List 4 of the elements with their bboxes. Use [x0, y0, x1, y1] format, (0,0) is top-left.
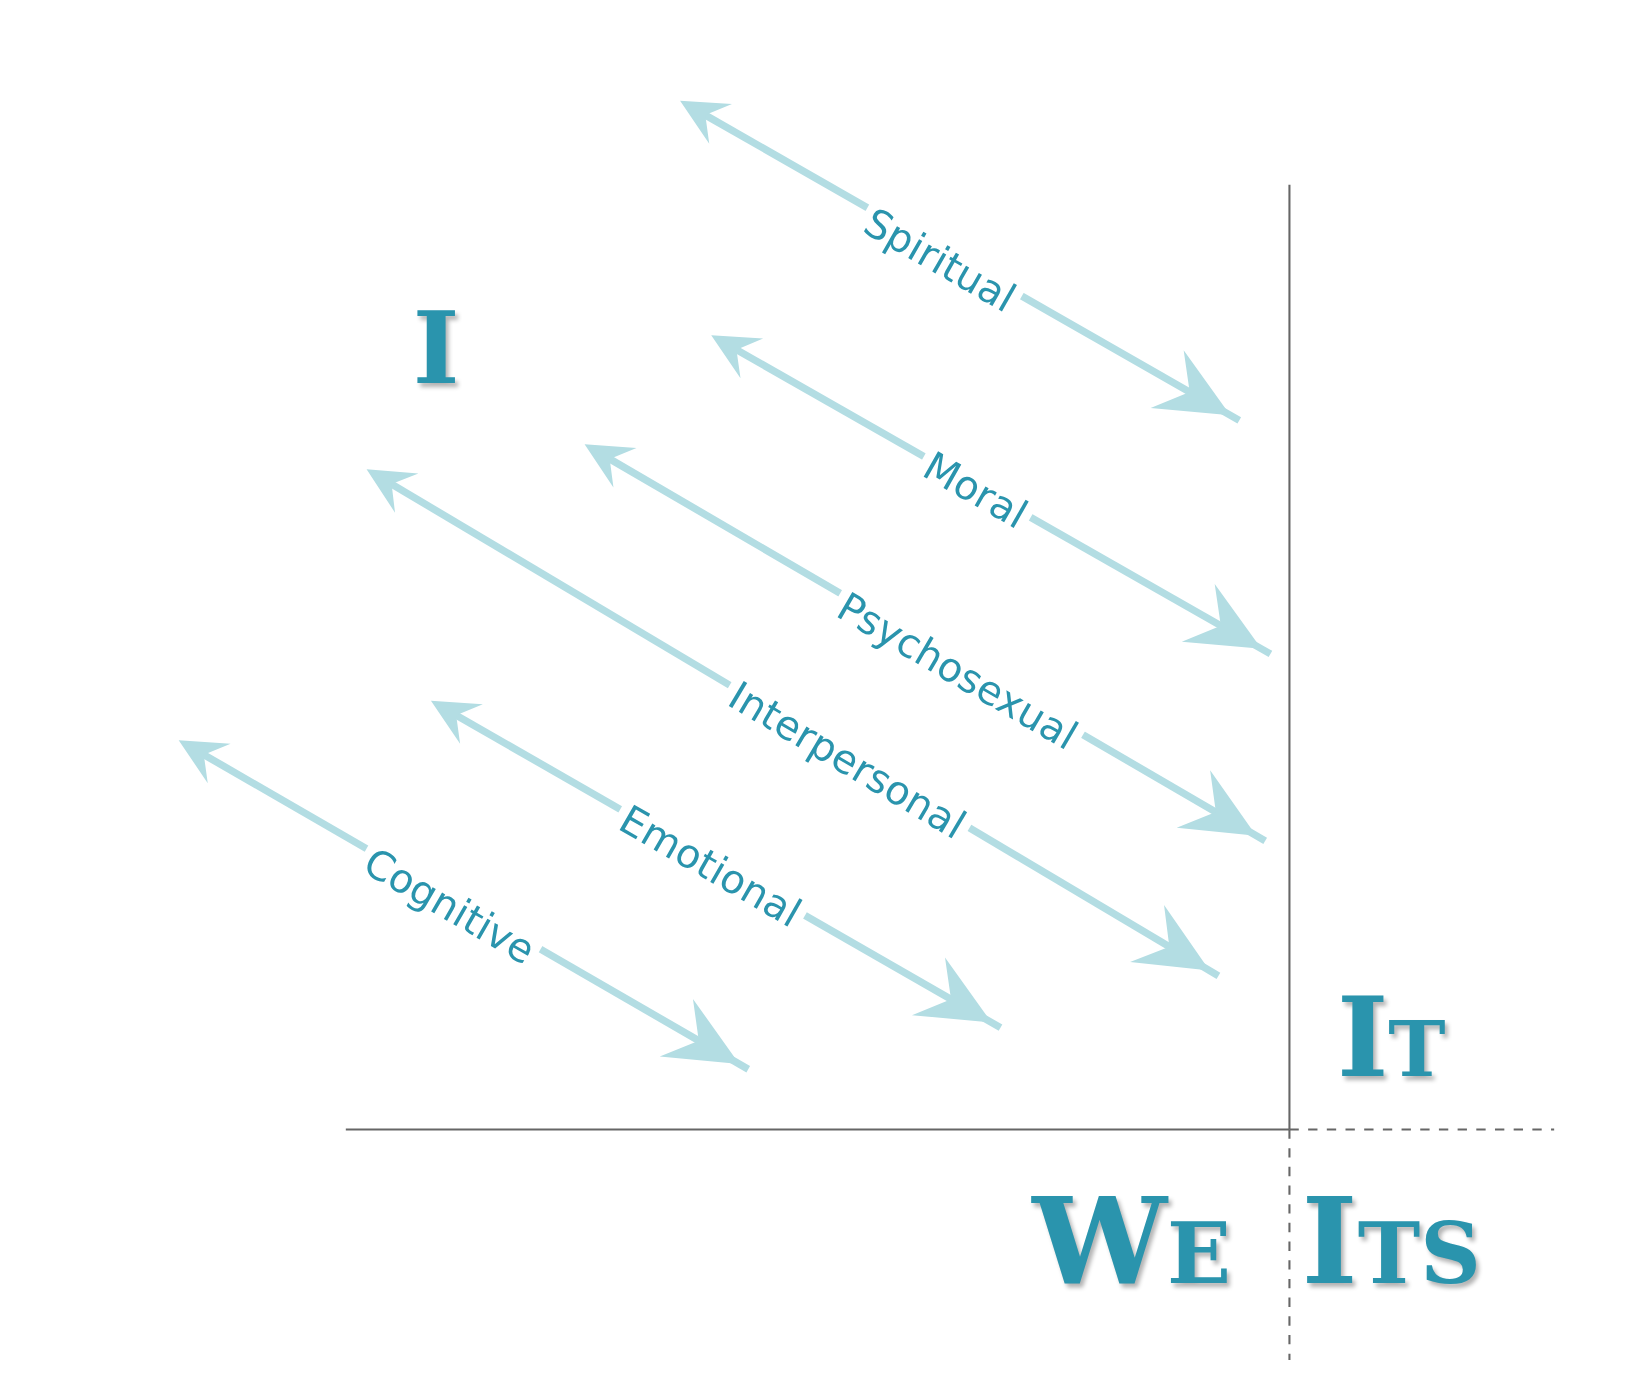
quadrant-label: We	[1032, 1180, 1232, 1301]
quadrant-label: It	[1336, 983, 1446, 1094]
quadrant-label: I	[412, 297, 460, 398]
quadrant-label: Its	[1301, 1180, 1481, 1301]
